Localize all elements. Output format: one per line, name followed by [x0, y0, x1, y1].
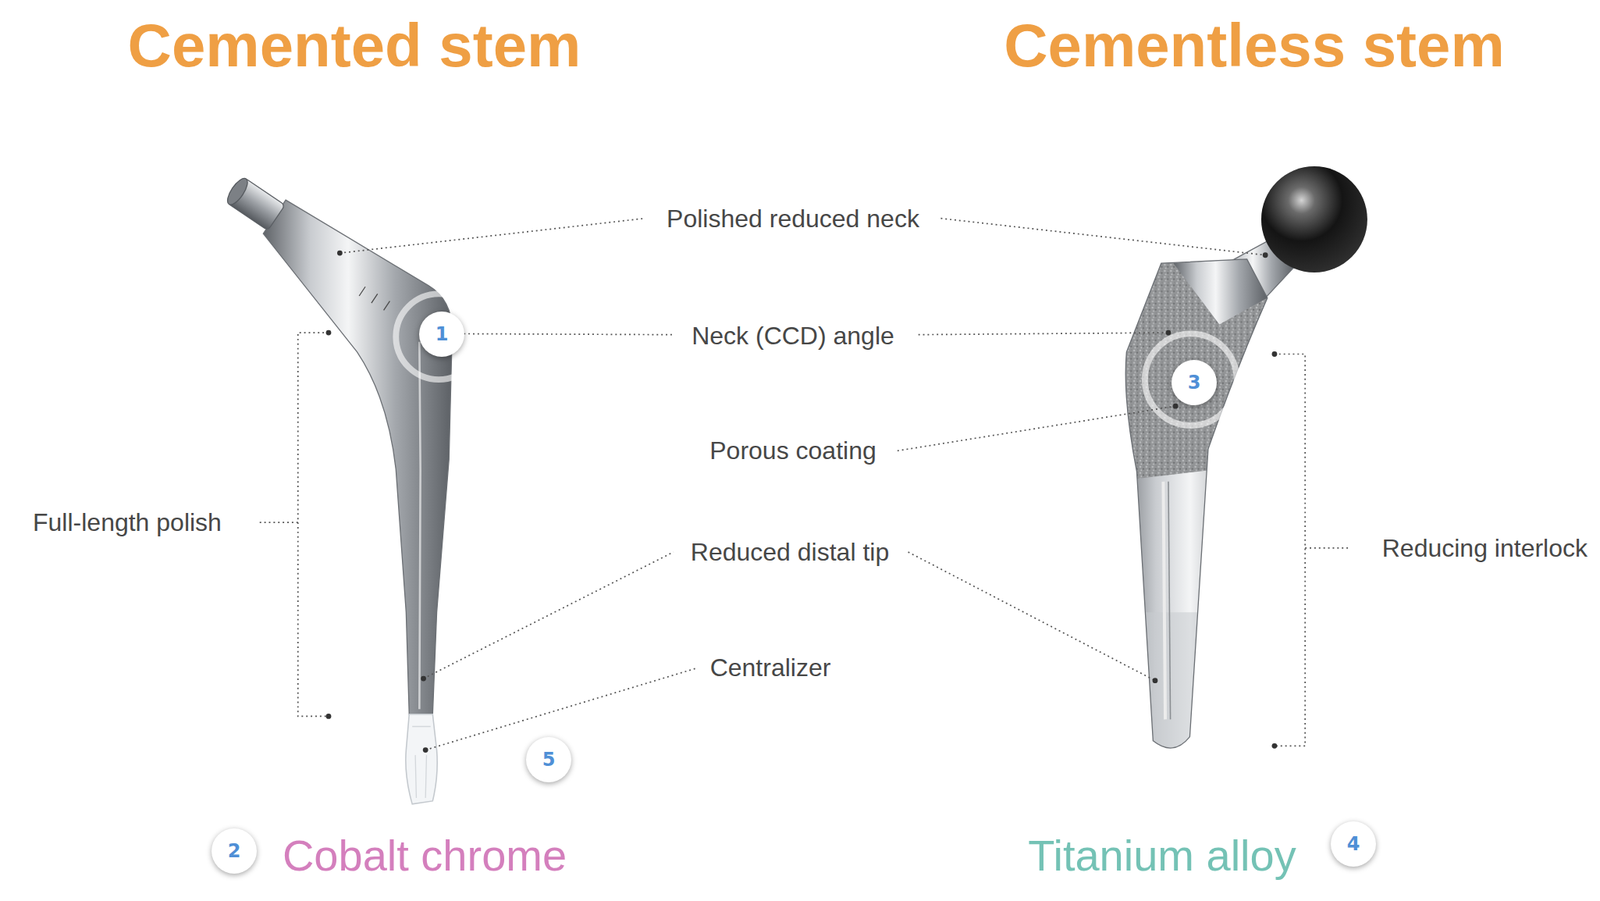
part-label: Neck (CCD) angle [686, 320, 900, 351]
part-label: Polished reduced neck [661, 203, 925, 234]
part-label: Reduced distal tip [686, 536, 894, 567]
callout-number-text: 3 [1187, 373, 1202, 392]
callout-number-text: 1 [435, 324, 449, 344]
part-label: Full-length polish [28, 507, 227, 537]
callout-number-text: 4 [1347, 834, 1361, 854]
leader-lines [256, 218, 1349, 751]
part-label: Centralizer [705, 652, 836, 683]
callout-number: 4 [1330, 821, 1376, 867]
cementless-stem [1112, 166, 1368, 765]
femoral-head [1261, 166, 1368, 273]
leader-dots [326, 250, 1278, 753]
part-label: Porous coating [704, 435, 881, 466]
part-label: Reducing interlock [1377, 533, 1593, 563]
centralizer-part [405, 714, 438, 804]
callout-number-text: 2 [227, 841, 242, 861]
callout-number: 2 [211, 828, 257, 874]
section-heading: Cemented stem [123, 9, 587, 83]
callout-number: 1 [419, 311, 465, 357]
callout-number-text: 5 [542, 750, 556, 769]
material-label: Cobalt chrome [277, 828, 572, 882]
material-label: Titanium alloy [1023, 828, 1301, 882]
callout-number: 3 [1171, 359, 1217, 406]
callout-number: 5 [526, 736, 572, 783]
highlight-ring [395, 293, 482, 380]
highlight-ring [1144, 333, 1238, 426]
cemented-stem [224, 175, 453, 804]
section-heading: Cementless stem [999, 9, 1510, 83]
